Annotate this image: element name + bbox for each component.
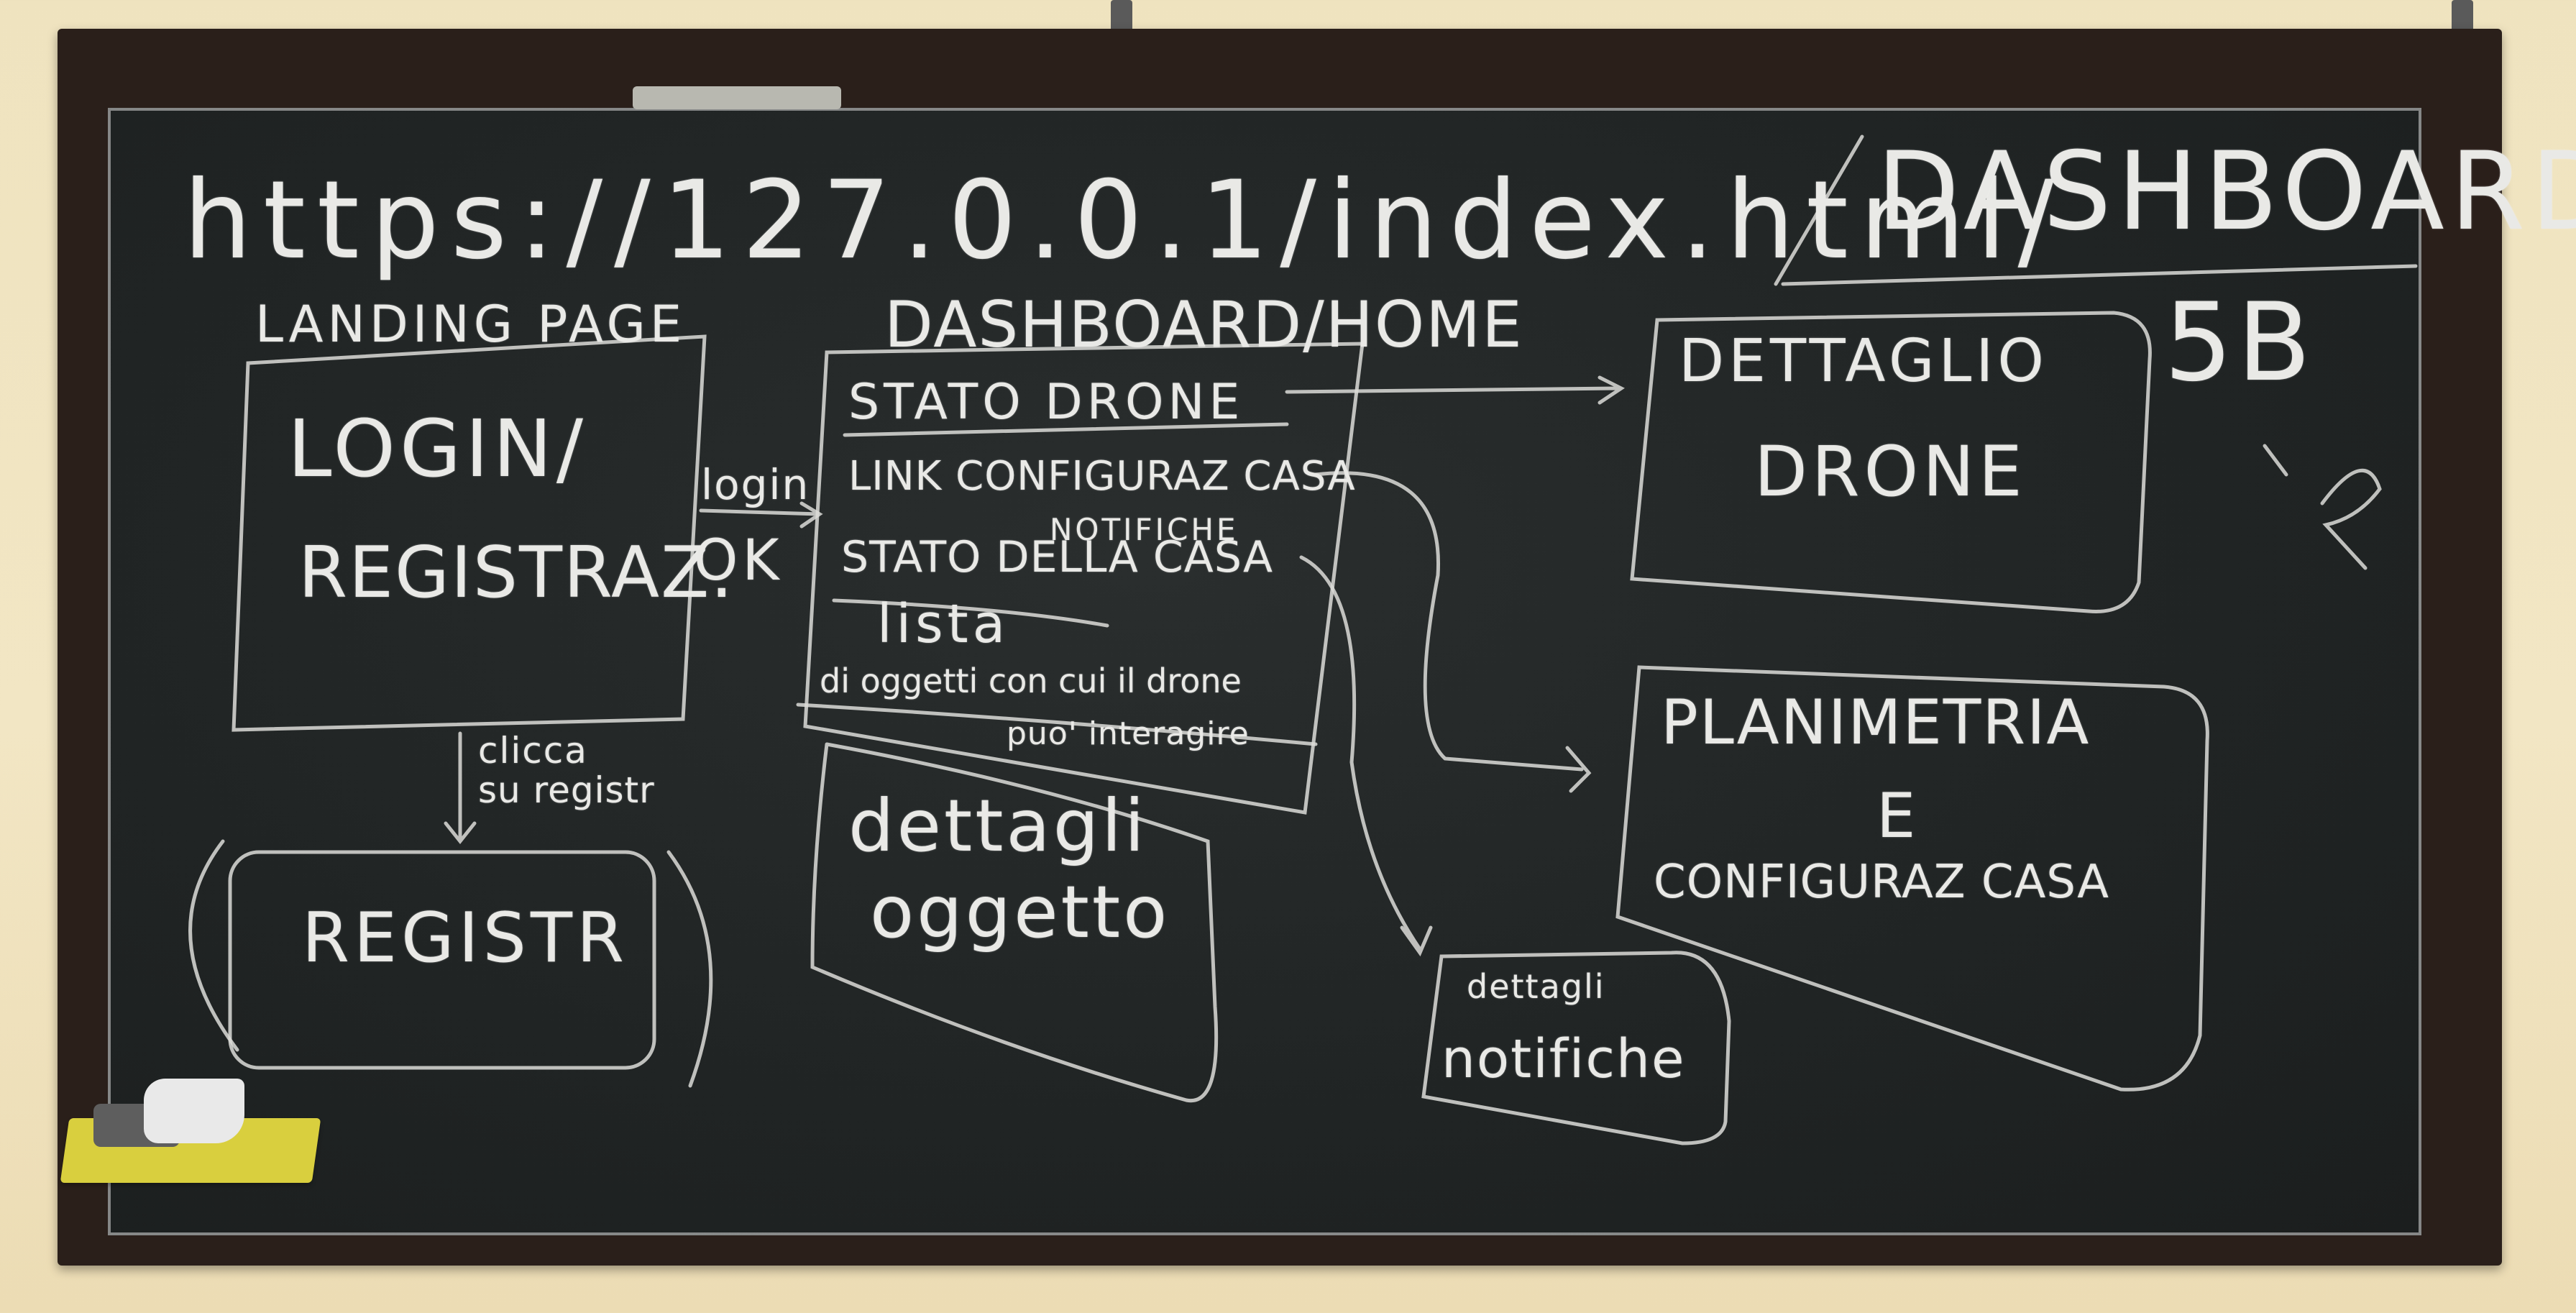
login-ok-label-2: OK (694, 529, 784, 593)
dashboard-item-interagire: puo' interagire (1007, 715, 1250, 752)
dashboard-item-oggetti: di oggetti con cui il drone (820, 662, 1242, 700)
drone-detail-line2: DRONE (1754, 431, 2027, 512)
notifications-detail-line2: notifiche (1441, 1028, 1686, 1090)
landing-page-title: LANDING PAGE (255, 295, 687, 354)
floorplan-line2: E (1876, 780, 1920, 852)
url-heading: https://127.0.0.1/index.html/ (183, 158, 2066, 283)
dashboard-heading: DASHBOARD (1876, 129, 2576, 255)
drone-detail-line1: DETTAGLIO (1679, 327, 2048, 395)
dashboard-item-notifiche: NOTIFICHE (1050, 512, 1239, 547)
click-register-note-2: su registr (478, 769, 655, 811)
dashboard-item-link-configuraz: LINK CONFIGURAZ CASA (848, 453, 1356, 500)
landing-line-registraz: REGISTRAZ. (298, 532, 735, 614)
details-object-line2: oggetto (870, 870, 1170, 954)
details-object-line1: dettagli (848, 784, 1147, 868)
floorplan-line1: PLANIMETRIA (1661, 687, 2091, 759)
dashboard-item-stato-casa: STATO DELLA CASA (841, 532, 1274, 582)
tissue (144, 1079, 244, 1143)
notifications-detail-line1: dettagli (1467, 967, 1605, 1006)
login-ok-label-1: login (701, 460, 810, 509)
landing-line-login: LOGIN/ (288, 403, 587, 495)
floorplan-line3: CONFIGURAZ CASA (1654, 856, 2109, 909)
dashboard-item-stato-drone: STATO DRONE (848, 374, 1245, 431)
dashboard-item-lista: lista (877, 593, 1010, 655)
dashboard-home-title: DASHBOARD/HOME (884, 288, 1523, 362)
chalk-ledge (633, 86, 841, 109)
click-register-note-1: clicca (478, 730, 588, 772)
class-note: 5B (2164, 280, 2316, 406)
register-label: REGISTR (302, 899, 629, 978)
